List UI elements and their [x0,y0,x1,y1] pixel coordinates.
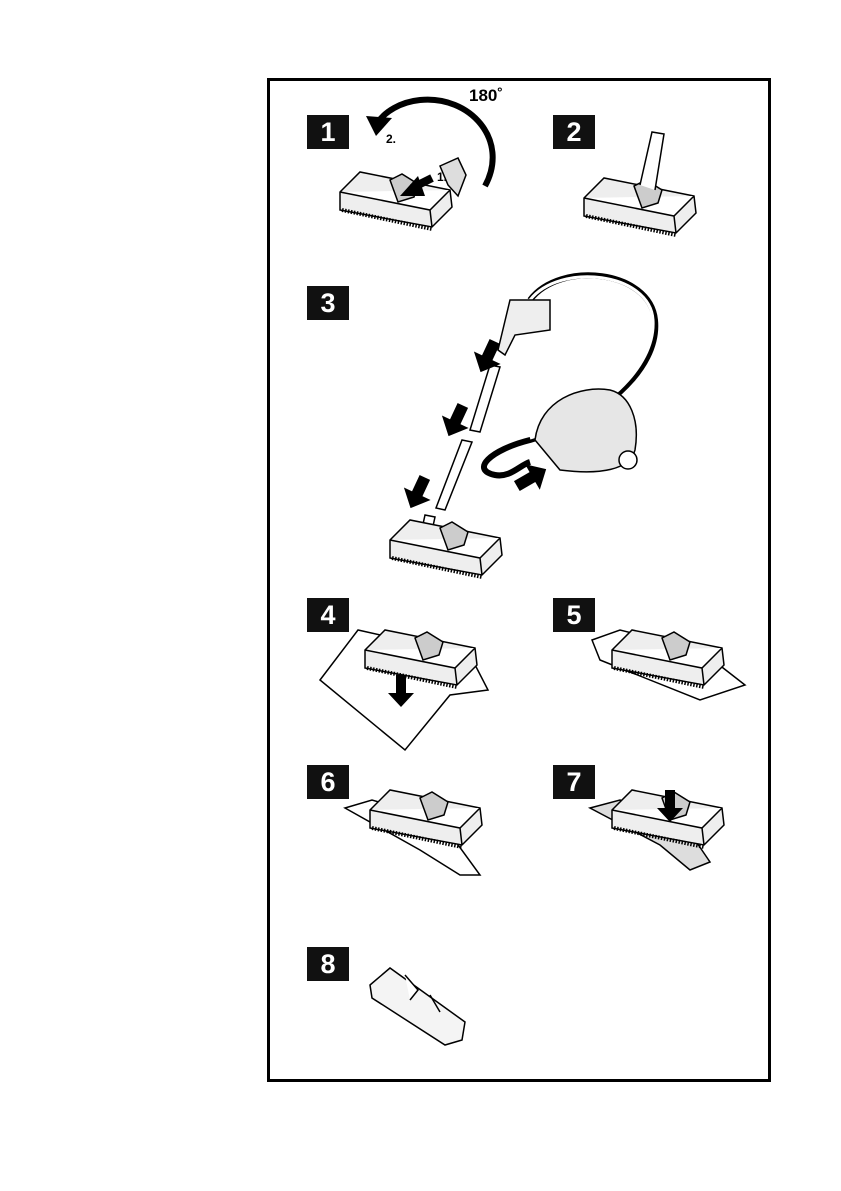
step-2-badge: 2 [553,115,595,149]
step-3-badge: 3 [307,286,349,320]
illustration-frame [267,78,771,1082]
step-3-drawing [388,272,659,579]
step-4-badge: 4 [307,598,349,632]
rotation-angle-label: 180˚ [469,86,504,105]
step-8-badge: 8 [307,947,349,981]
step-5-badge: 5 [553,598,595,632]
step-6-badge: 6 [307,765,349,799]
step-5-drawing [591,628,747,701]
step-1-substep-2-label: 2. [386,132,397,146]
step-4-drawing [318,628,490,752]
step-1-drawing [338,96,496,231]
step-8-drawing [369,967,466,1046]
step-7-drawing [587,788,726,871]
step-2-drawing [582,131,698,237]
step-7-badge: 7 [553,765,595,799]
step-1-substep-1-label: 1. [437,170,448,184]
step-1-badge: 1 [307,115,349,149]
step-6-drawing [343,788,484,876]
